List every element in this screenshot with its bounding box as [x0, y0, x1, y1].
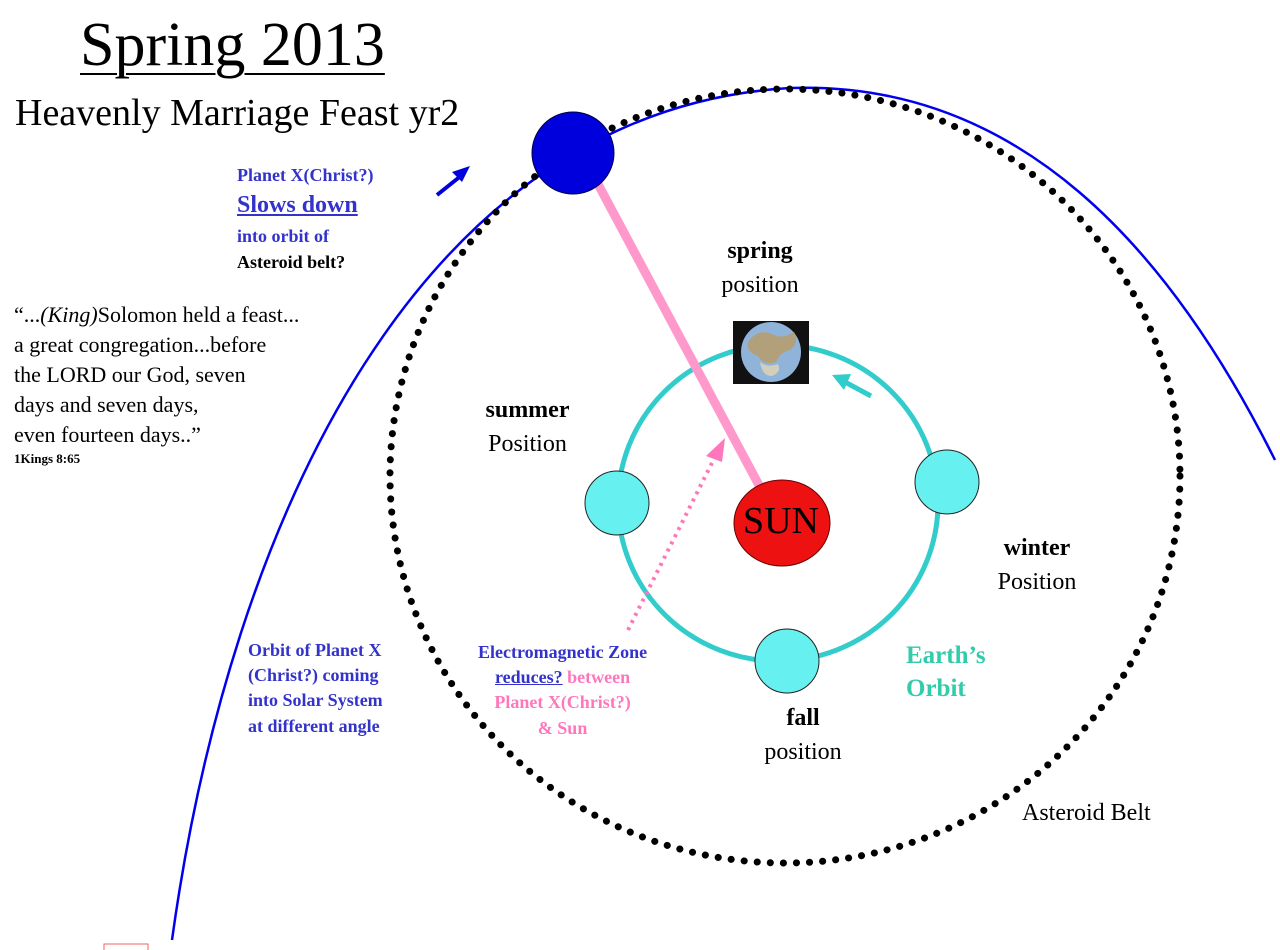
planet-x-direction-arrowhead [452, 166, 470, 182]
quote-line4: days and seven days, [14, 391, 199, 417]
em-zone-arrow [626, 454, 718, 631]
spring-word: position [721, 271, 799, 298]
spring-season: spring [727, 238, 793, 264]
fall-word: position [764, 738, 842, 765]
planet-x-orbit [170, 86, 1277, 941]
earth-spring-globe [733, 321, 809, 384]
em-zone-line3: Planet X(Christ?) [494, 692, 631, 713]
quote-line1: Solomon held a feast... [97, 302, 300, 327]
earth-orbit-direction-arrow [843, 379, 873, 399]
em-zone-line4: & Sun [537, 717, 588, 738]
orbit-x-line3: into Solar System [248, 690, 383, 711]
earth-winter [914, 449, 980, 515]
earth-fall [754, 628, 820, 694]
asteroid-belt-label: Asteroid Belt [1022, 800, 1151, 826]
earth-orbit-direction-arrowhead [832, 374, 851, 390]
em-zone-line1: Electromagnetic Zone [478, 642, 648, 662]
planet-x-note-line3: into orbit of [237, 225, 329, 246]
orbit-x-note: Orbit of Planet X (Christ?) coming into … [248, 638, 383, 739]
winter-word: Position [997, 568, 1077, 595]
summer-season: summer [485, 397, 570, 423]
quote-open: “... [14, 302, 41, 327]
orbit-x-line2: (Christ?) coming [248, 665, 379, 686]
earth-orbit-label: Earth’s Orbit [906, 640, 986, 705]
fall-position-label: fall position [748, 702, 858, 769]
earth-orbit-line2: Orbit [906, 674, 966, 702]
planet-x-sun-link [572, 140, 780, 520]
planet-x-note: Planet X(Christ?) Slows down into orbit … [237, 162, 373, 275]
quote-line5: even fourteen days..” [14, 421, 201, 447]
earth-orbit-line1: Earth’s [906, 642, 986, 669]
planet-x-note-line1: Planet X(Christ?) [237, 165, 374, 185]
planet-x-body [531, 111, 615, 195]
em-zone-reduces: reduces? [494, 667, 563, 688]
winter-position-label: winter Position [982, 532, 1092, 599]
quote-line2: a great congregation...before [14, 331, 267, 357]
planet-x-note-line4: Asteroid belt? [237, 251, 346, 272]
summer-position-label: summer Position [470, 394, 585, 461]
quote-reference: 1Kings 8:65 [14, 450, 81, 466]
slide-marker [103, 943, 149, 950]
sun-label: SUN [742, 500, 820, 542]
page-title: Spring 2013 [80, 11, 385, 79]
quote-king: (King) [40, 302, 98, 327]
page-subtitle: Heavenly Marriage Feast yr2 [15, 92, 460, 134]
planet-x-direction-arrow [435, 173, 464, 197]
scripture-quote: “...(King)Solomon held a feast... a grea… [14, 300, 299, 467]
quote-line3: the LORD our God, seven [14, 361, 246, 387]
fall-season: fall [786, 705, 820, 731]
earth-summer [584, 470, 650, 536]
orbit-x-line1: Orbit of Planet X [248, 640, 382, 660]
em-zone-arrowhead [706, 438, 725, 462]
summer-word: Position [488, 430, 567, 457]
spring-position-label: spring position [705, 235, 815, 302]
orbit-x-line4: at different angle [248, 715, 380, 736]
asteroid-belt-ring [386, 85, 1184, 867]
winter-season: winter [1003, 535, 1071, 561]
sun-body [733, 479, 831, 567]
em-zone-line2: between [562, 667, 631, 688]
em-zone-note: Electromagnetic Zone reduces? between Pl… [478, 640, 647, 741]
planet-x-note-line2: Slows down [237, 192, 358, 219]
